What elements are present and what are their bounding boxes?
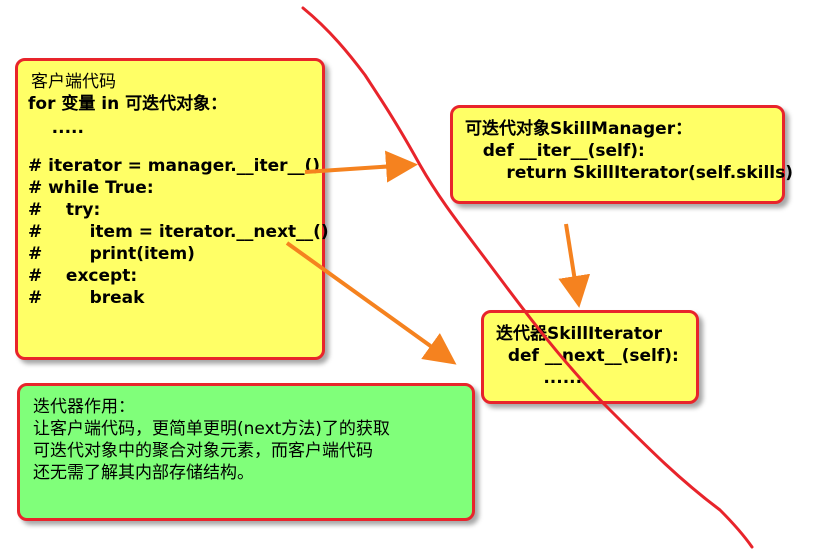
note-title: 迭代器作用：	[33, 397, 135, 417]
client-code-line-break: # break	[28, 288, 145, 308]
client-code-line-except: # except:	[28, 266, 138, 286]
client-code-line-iter: # iterator = manager.__iter__()	[28, 156, 321, 176]
note-line-3: 还无需了解其内部存储结构。	[33, 463, 254, 483]
red-diagonal-line	[301, 6, 754, 549]
client-code-line-next: # item = iterator.__next__()	[28, 222, 329, 242]
client-code-title: 客户端代码	[31, 72, 116, 92]
iterator-purpose-note: 迭代器作用： 让客户端代码，更简单更明(next方法)了的获取 可迭代对象中的聚…	[17, 383, 475, 521]
skill-manager-iter-def: def __iter__(self):	[465, 141, 645, 161]
client-code-line-while: # while True:	[28, 178, 154, 198]
skill-iterator-ellipsis: ......	[496, 368, 583, 388]
arrow-next-to-iterator	[285, 241, 457, 365]
client-code-for-loop: for 变量 in 可迭代对象：	[28, 94, 228, 114]
arrow-manager-to-iterator	[558, 223, 591, 308]
arrow-iter-to-manager	[304, 150, 418, 183]
client-code-ellipsis: .....	[28, 118, 84, 138]
client-code-line-try: # try:	[28, 200, 101, 220]
note-line-1: 让客户端代码，更简单更明(next方法)了的获取	[33, 419, 390, 439]
client-code-line-print: # print(item)	[28, 244, 195, 264]
skill-manager-title: 可迭代对象SkillManager：	[465, 119, 693, 139]
skill-manager-box: 可迭代对象SkillManager： def __iter__(self): r…	[450, 105, 793, 204]
skill-manager-return: return SkillIterator(self.skills)	[465, 163, 793, 183]
note-line-2: 可迭代对象中的聚合对象元素，而客户端代码	[33, 441, 373, 461]
client-code-box: 客户端代码 for 变量 in 可迭代对象： ..... # iterator …	[15, 58, 329, 360]
skill-iterator-next-def: def __next__(self):	[496, 346, 679, 366]
